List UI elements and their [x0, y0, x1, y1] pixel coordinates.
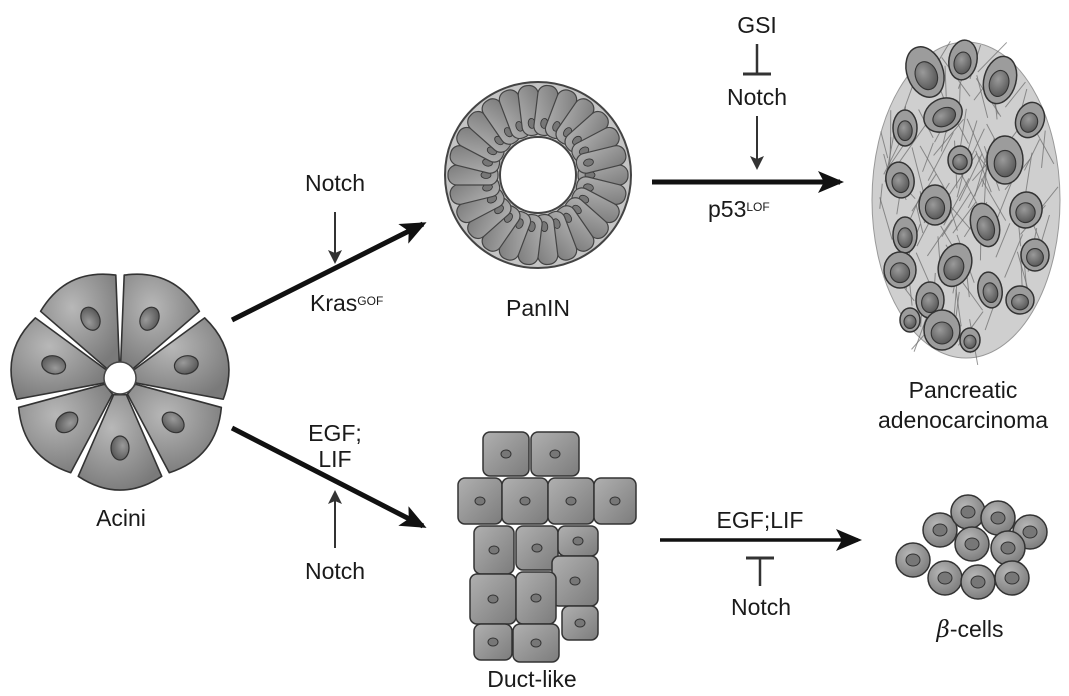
duct-cell — [548, 478, 594, 524]
duct-nucleus — [550, 450, 560, 458]
beta-nucleus — [1001, 542, 1015, 554]
beta-nucleus — [1005, 572, 1019, 584]
duct-cell — [474, 624, 512, 660]
duct-cell — [552, 556, 598, 606]
gsi-label: GSI — [727, 12, 787, 38]
duct-nucleus — [520, 497, 530, 505]
kras-text: Kras — [310, 290, 357, 316]
inhibit-notch-egf-lif — [746, 558, 774, 586]
tumor-nucleus — [922, 293, 939, 313]
acini-cluster — [11, 274, 229, 490]
tumor-nucleus — [994, 150, 1016, 176]
beta-nucleus — [965, 538, 979, 550]
beta-cell — [896, 543, 930, 577]
tumor-mass — [872, 38, 1060, 365]
beta-nucleus — [933, 524, 947, 536]
acinar-nucleus — [111, 436, 129, 460]
beta-cells-label: β-cells — [920, 616, 1020, 643]
duct-cell — [483, 432, 529, 476]
duct-nucleus — [566, 497, 576, 505]
pdac-label: Pancreatic adenocarcinoma — [860, 375, 1066, 435]
tumor-nucleus — [898, 228, 912, 248]
beta-symbol: β — [937, 617, 950, 643]
acini-label: Acini — [83, 505, 159, 531]
tumor-nucleus — [953, 154, 967, 169]
duct-cell — [474, 526, 514, 574]
kras-label: KrasGOF — [310, 290, 420, 316]
notch-label-top-right: Notch — [714, 84, 800, 110]
beta-cell — [955, 527, 989, 561]
tumor-nucleus — [904, 315, 916, 328]
duct-cell — [458, 478, 502, 524]
beta-cell-cluster — [896, 495, 1047, 599]
egf-lif-line1: EGF; — [300, 420, 370, 446]
pdac-label-line2: adenocarcinoma — [860, 405, 1066, 435]
tumor-nucleus — [1012, 294, 1029, 309]
duct-like-block — [458, 432, 636, 662]
duct-cell — [502, 478, 548, 524]
duct-nucleus — [488, 595, 498, 603]
duct-cell — [470, 574, 516, 624]
duct-cell — [531, 432, 579, 476]
duct-nucleus — [531, 594, 541, 602]
inhibit-gsi-notch — [743, 44, 771, 74]
duct-cell — [562, 606, 598, 640]
duct-cell — [558, 526, 598, 556]
notch-label-top-left: Notch — [293, 170, 377, 196]
notch-label-bottom-right: Notch — [718, 594, 804, 620]
kras-superscript: GOF — [357, 294, 383, 308]
duct-nucleus — [531, 639, 541, 647]
beta-cell — [928, 561, 962, 595]
beta-cell — [995, 561, 1029, 595]
p53-label: p53LOF — [708, 196, 818, 222]
tumor-nucleus — [1027, 249, 1044, 267]
beta-cell — [951, 495, 985, 529]
duct-nucleus — [570, 577, 580, 585]
tumor-nucleus — [931, 322, 953, 344]
p53-superscript: LOF — [746, 200, 769, 214]
duct-nucleus — [532, 544, 542, 552]
duct-nucleus — [575, 619, 585, 627]
beta-nucleus — [961, 506, 975, 518]
panin-label: PanIN — [498, 295, 578, 321]
duct-nucleus — [475, 497, 485, 505]
beta-nucleus — [1023, 526, 1037, 538]
beta-cells-text: -cells — [950, 616, 1004, 642]
beta-cell — [981, 501, 1015, 535]
beta-nucleus — [991, 512, 1005, 524]
duct-nucleus — [573, 537, 583, 545]
duct-nucleus — [488, 638, 498, 646]
beta-cell — [991, 531, 1025, 565]
tumor-nucleus — [898, 121, 912, 141]
egf-lif-label-left: EGF; LIF — [300, 420, 370, 472]
tumor-nucleus — [964, 335, 976, 348]
duct-like-label: Duct-like — [474, 666, 590, 692]
notch-label-bottom-left: Notch — [293, 558, 377, 584]
duct-cell — [516, 572, 556, 624]
egf-lif-line2: LIF — [300, 446, 370, 472]
tumor-nucleus — [890, 263, 909, 283]
duct-cell — [594, 478, 636, 524]
beta-cell — [961, 565, 995, 599]
tumor-nucleus — [925, 197, 944, 219]
beta-nucleus — [906, 554, 920, 566]
duct-nucleus — [489, 546, 499, 554]
beta-nucleus — [971, 576, 985, 588]
p53-text: p53 — [708, 196, 746, 222]
duct-nucleus — [610, 497, 620, 505]
duct-cell — [513, 624, 559, 662]
panin-ring — [445, 82, 631, 268]
duct-nucleus — [501, 450, 511, 458]
egf-lif-label-right: EGF;LIF — [700, 507, 820, 533]
beta-nucleus — [938, 572, 952, 584]
pdac-label-line1: Pancreatic — [860, 375, 1066, 405]
